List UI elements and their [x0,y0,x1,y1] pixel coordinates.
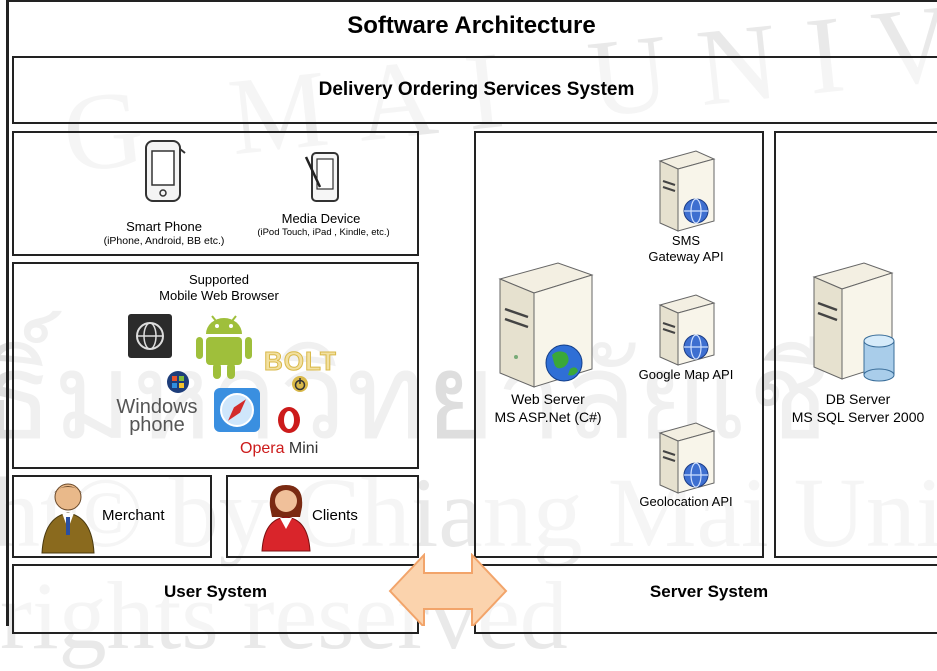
db-server-line2: MS SQL Server 2000 [791,409,925,425]
system-name: Delivery Ordering Services System [318,79,635,100]
merchant-label: Merchant [102,507,165,524]
safari-icon [214,388,260,432]
bidirectional-arrow [388,553,508,626]
opera-logo-icon [278,407,300,433]
clients-label: Clients [312,507,358,524]
browsers-box: Supported Mobile Web Browser BOLT Windo [12,262,419,469]
bolt-power-icon [292,376,308,392]
user-system-label: User System [163,582,267,601]
merchant-avatar-icon [41,483,95,554]
web-server-icon [498,262,594,388]
media-device-icon [304,152,339,202]
web-server-line2: MS ASP.Net (C#) [494,409,602,425]
windows-phone-line2: phone [129,414,185,436]
diagram-title: Software Architecture [347,12,596,39]
smart-phone-sub: (iPhone, Android, BB etc.) [103,235,225,247]
opera-word: Opera [240,440,285,457]
db-server-box: DB Server MS SQL Server 2000 [774,131,937,558]
browsers-heading-line2: Mobile Web Browser [159,288,279,303]
clients-avatar-icon [261,485,311,552]
geolocation-server-icon [658,422,716,494]
devices-box: Smart Phone (iPhone, Android, BB etc.) M… [12,131,419,256]
sms-server-icon [658,150,716,232]
geolocation-label: Geolocation API [639,494,733,509]
android-icon [196,315,252,379]
sms-line1: SMS [671,233,701,248]
db-server-icon [812,262,895,382]
sms-line2: Gateway API [648,249,724,264]
windows-phone-line1: Windows [116,396,198,418]
media-device-label: Media Device [281,211,361,226]
bolt-browser-label: BOLT [264,346,337,377]
user-system-bar: User System [12,564,419,634]
opera-mini-label: Opera Mini [240,440,318,458]
google-map-label: Google Map API [638,367,734,382]
system-bar: Delivery Ordering Services System [12,56,937,124]
server-box: SMS Gateway API Web Server MS ASP.Net (C… [474,131,764,558]
mini-word: Mini [288,440,319,457]
smart-phone-label: Smart Phone [126,219,202,234]
google-map-server-icon [658,294,716,366]
globe-browser-icon [128,314,172,358]
clients-box: Clients [226,475,419,558]
windows-logo-icon [167,371,189,393]
server-system-label: Server System [649,582,769,601]
outer-border-left [6,0,9,626]
server-system-bar: Server System [474,564,937,634]
windows-phone-label: Windows phone [112,396,202,436]
outer-border-top [6,0,937,2]
media-device-sub: (iPod Touch, iPad , Kindle, etc.) [257,227,390,238]
browsers-heading-line1: Supported [189,272,249,287]
smart-phone-icon [145,140,186,202]
merchant-box: Merchant [12,475,212,558]
web-server-line1: Web Server [511,391,585,407]
db-server-line1: DB Server [825,391,891,407]
